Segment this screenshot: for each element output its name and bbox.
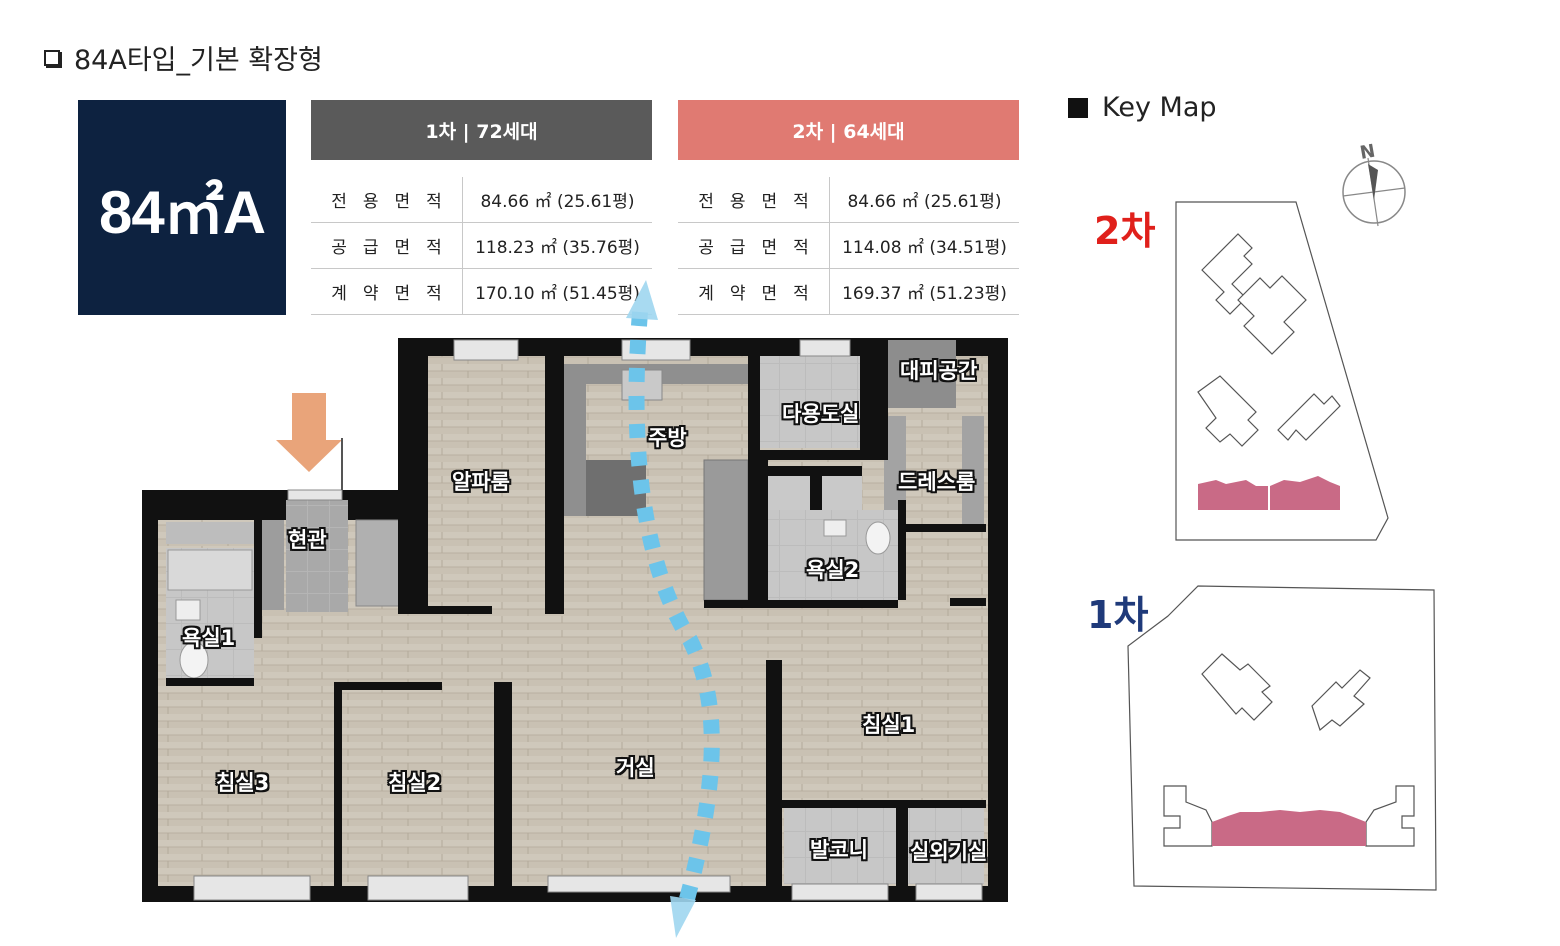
room-label-bath1: 욕실1 [182, 626, 236, 650]
row-label: 계약면적 [678, 269, 830, 314]
room-label-utility: 다용도실 [782, 402, 860, 426]
floor-plan [142, 280, 1008, 938]
room-label-balcony: 발코니 [810, 838, 868, 862]
room-label-entrance: 현관 [288, 528, 327, 552]
row-value: 84.66 ㎡ (25.61평) [480, 192, 635, 212]
row-value: 114.08 ㎡ (34.51평) [842, 238, 1007, 258]
phase2-highlight [1198, 480, 1268, 510]
heading-text: 84A타입_기본 확장형 [74, 45, 323, 76]
kitchen-counter [564, 364, 748, 516]
room-label-ac-room: 실외기실 [910, 840, 988, 864]
table-row: 전용면적 84.66 ㎡ (25.61평) [678, 177, 1019, 223]
north-compass-icon: N [1342, 141, 1406, 227]
utility-floor [760, 356, 860, 448]
row-value: 84.66 ㎡ (25.61평) [847, 192, 1002, 212]
room-label-bedroom1: 침실1 [862, 713, 916, 737]
table-row: 공급면적 118.23 ㎡ (35.76평) [311, 223, 652, 269]
north-label: N [1358, 141, 1376, 164]
table-row: 전용면적 84.66 ㎡ (25.61평) [311, 177, 652, 223]
keymap-title-text: Key Map [1102, 92, 1217, 123]
row-label: 전용면적 [678, 177, 830, 222]
phase1-buildings [1163, 653, 1415, 847]
row-label: 공급면적 [678, 223, 830, 268]
ventilation-arrow-bottom-icon [670, 896, 696, 938]
room-label-bedroom2: 침실2 [388, 771, 442, 795]
phase1-highlight [1212, 810, 1366, 846]
phase1-area-table: 1차 | 72세대 전용면적 84.66 ㎡ (25.61평) 공급면적 118… [311, 100, 652, 315]
ventilation-arrow-top-icon [626, 280, 658, 320]
row-label: 계약면적 [311, 269, 463, 314]
phase1-label: 1차 [1087, 593, 1149, 637]
entrance-floor [286, 500, 348, 612]
checkbox-bullet-icon [44, 49, 60, 66]
unit-type-badge: 84㎡A [78, 100, 286, 315]
ventilation-path [628, 311, 720, 913]
room-label-living: 거실 [616, 756, 655, 780]
row-value: 170.10 ㎡ (51.45평) [475, 284, 640, 304]
phase2-table-header: 2차 | 64세대 [678, 100, 1019, 160]
phase2-area-table: 2차 | 64세대 전용면적 84.66 ㎡ (25.61평) 공급면적 114… [678, 100, 1019, 315]
table-row: 공급면적 114.08 ㎡ (34.51평) [678, 223, 1019, 269]
phase1-table-header: 1차 | 72세대 [311, 100, 652, 160]
room-label-refuge: 대피공간 [900, 359, 978, 383]
row-value: 169.37 ㎡ (51.23평) [842, 284, 1007, 304]
ac-room-floor [908, 808, 984, 884]
room-label-alpha-room: 알파룸 [452, 470, 510, 494]
phase2-buildings [1197, 233, 1341, 447]
phase2-label: 2차 [1094, 209, 1156, 253]
row-value: 118.23 ㎡ (35.76평) [475, 238, 640, 258]
square-bullet-icon [1068, 97, 1088, 118]
row-label: 공급면적 [311, 223, 463, 268]
table-row: 계약면적 169.37 ㎡ (51.23평) [678, 269, 1019, 315]
key-map: N [1127, 141, 1437, 891]
balcony-floor [784, 808, 896, 884]
table-row: 계약면적 170.10 ㎡ (51.45평) [311, 269, 652, 315]
entrance-arrow-icon [276, 393, 342, 472]
row-label: 전용면적 [311, 177, 463, 222]
room-label-bath2: 욕실2 [806, 558, 860, 582]
keymap-title: Key Map [1068, 92, 1217, 123]
room-label-kitchen: 주방 [648, 426, 687, 450]
room-label-bedroom3: 침실3 [216, 771, 270, 795]
room-label-dressroom: 드레스룸 [898, 470, 976, 494]
refuge-floor [888, 340, 956, 408]
page-heading: 84A타입_기본 확장형 [44, 38, 323, 77]
interior-walls [166, 338, 986, 886]
